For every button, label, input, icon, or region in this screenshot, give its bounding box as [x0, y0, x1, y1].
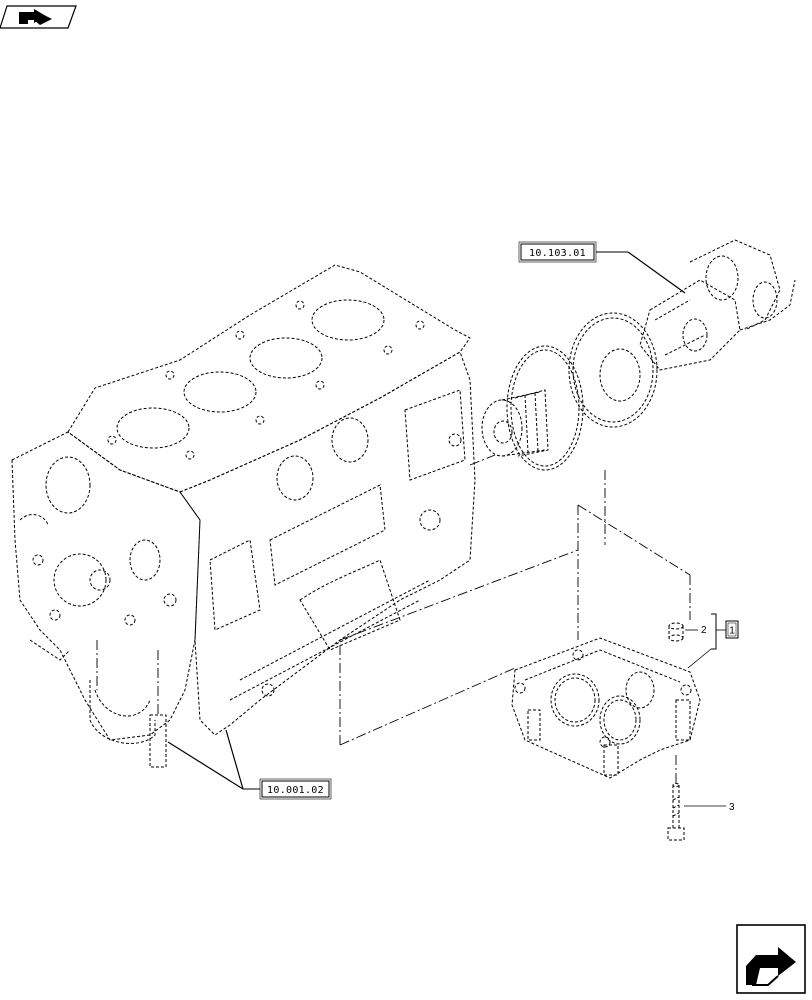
- crankshaft-reference-label: 10.103.01: [529, 248, 586, 259]
- bolt-callout: 3: [684, 802, 735, 813]
- engine-block-drawing: [11, 264, 476, 768]
- assembly-centerlines: [96, 454, 691, 785]
- bolt-drawing: [667, 783, 685, 841]
- dowel-callout: 2: [685, 613, 726, 669]
- dowel-pin-drawing: [668, 622, 684, 642]
- crankshaft-reference[interactable]: 10.103.01: [518, 241, 686, 294]
- bolt-callout-number: 3: [729, 802, 735, 813]
- dowel-callout-number: 2: [701, 625, 707, 636]
- navigation-arrow-icon[interactable]: [0, 5, 77, 29]
- next-page-arrow-icon[interactable]: [736, 924, 806, 994]
- kit-callout-box[interactable]: 1: [725, 620, 739, 639]
- crankshaft-drawing: [481, 239, 796, 471]
- balancer-housing-drawing: [511, 637, 701, 779]
- engine-block-reference[interactable]: 10.001.02: [167, 729, 332, 800]
- kit-callout-number: 1: [729, 626, 735, 637]
- engine-block-reference-label: 10.001.02: [267, 785, 324, 796]
